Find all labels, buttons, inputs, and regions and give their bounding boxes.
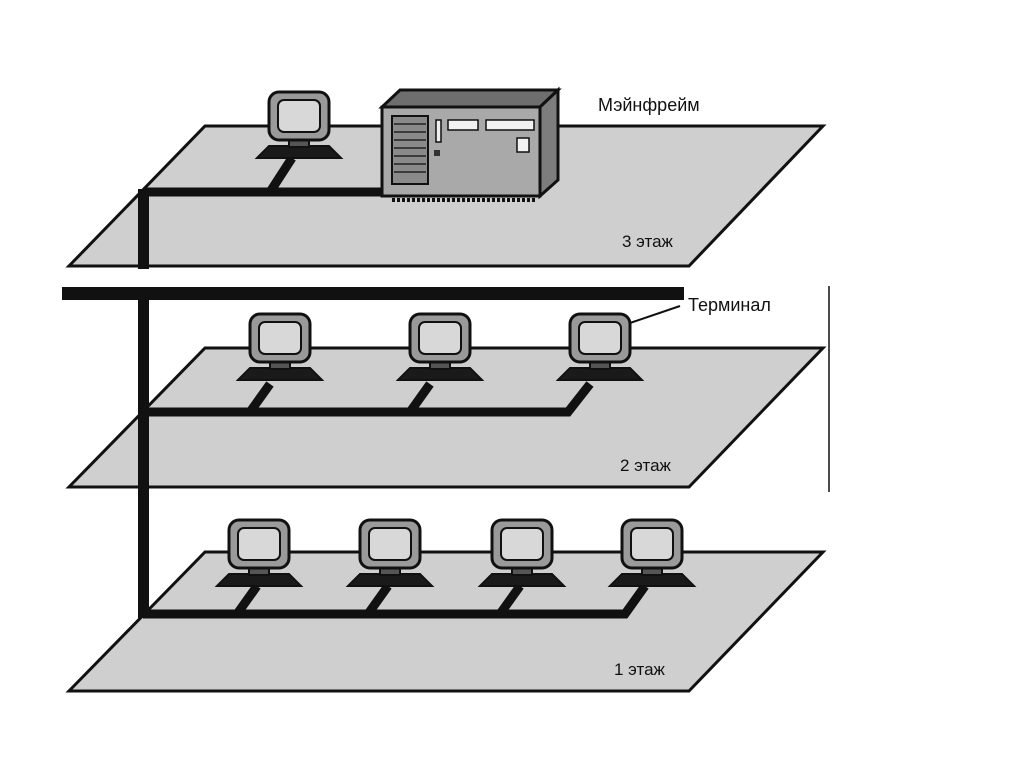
terminal-icon <box>348 520 432 586</box>
floor-1-label: 1 этаж <box>614 660 666 679</box>
mainframe-icon <box>382 90 558 200</box>
terminal-icon <box>257 92 341 158</box>
terminal-icon <box>238 314 322 380</box>
terminal-icon <box>480 520 564 586</box>
terminal-icon <box>398 314 482 380</box>
floor-3-label: 3 этаж <box>622 232 674 251</box>
vertical-riser-cable-lower <box>138 300 149 618</box>
floor-1-plane <box>69 552 823 691</box>
terminal-icon <box>217 520 301 586</box>
terminal-icon <box>558 314 642 380</box>
network-trunk-bar <box>62 287 684 300</box>
mainframe-label: Мэйнфрейм <box>598 95 700 115</box>
terminal-callout-line <box>630 306 680 323</box>
floor-2-label: 2 этаж <box>620 456 672 475</box>
vertical-riser-cable <box>138 189 149 269</box>
terminal-label: Терминал <box>688 295 771 315</box>
terminal-icon <box>610 520 694 586</box>
